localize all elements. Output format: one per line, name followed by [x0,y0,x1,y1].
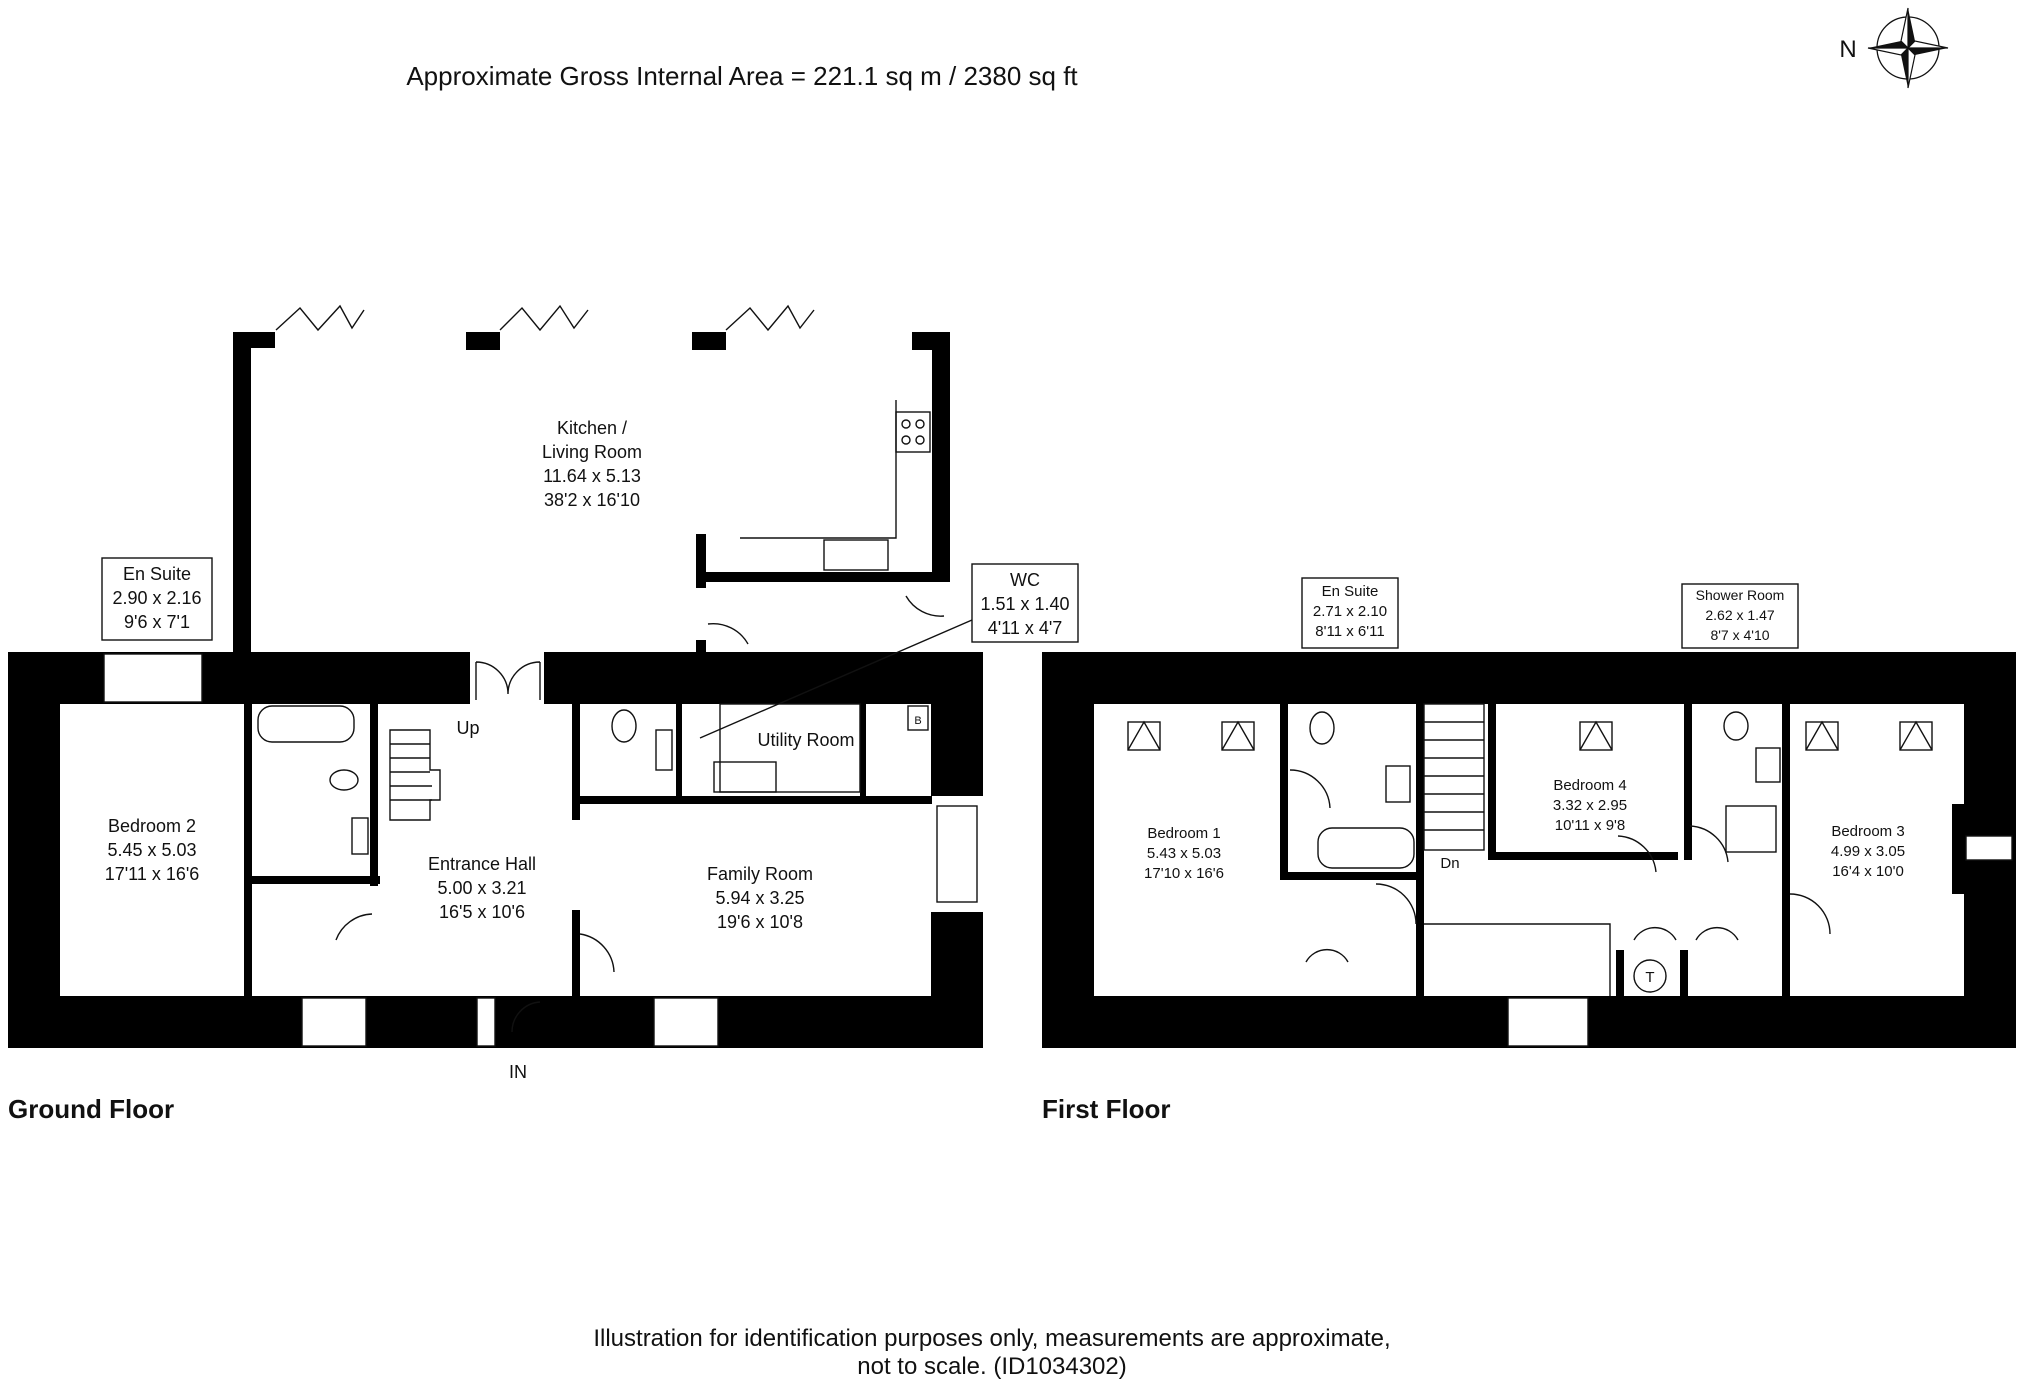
room-imperial: 10'11 x 9'8 [1555,817,1626,834]
room-name: Bedroom 1 [1147,825,1220,842]
room-imperial: 9'6 x 7'1 [124,612,190,632]
room-imperial: 4'11 x 4'7 [988,618,1063,638]
stairs-icon [389,729,441,821]
room-metric: 5.43 x 5.03 [1147,845,1221,862]
room-name: En Suite [1322,583,1379,600]
bedroom-4: Bedroom 4 3.32 x 2.95 10'11 x 9'8 [1553,777,1627,834]
room-metric: 5.45 x 5.03 [107,840,196,860]
ground-en-suite-label: En Suite 2.90 x 2.16 9'6 x 7'1 [101,557,213,641]
compass-icon [1867,7,1949,89]
family-room: Family Room 5.94 x 3.25 19'6 x 10'8 [707,864,813,932]
entrance-hall: Entrance Hall 5.00 x 3.21 16'5 x 10'6 [428,854,536,922]
room-name: Shower Room [1696,587,1785,603]
toilet-icon [1309,711,1335,745]
room-imperial: 38'2 x 16'10 [544,490,640,510]
ground-floor-plan [8,304,983,1048]
stairs-icon [1423,703,1485,851]
room-metric: 3.32 x 2.95 [1553,797,1627,814]
kitchen-sink-icon [823,539,889,571]
room-name: Kitchen / [557,418,627,438]
hob-icon [895,411,931,453]
first-floor-plan [1042,652,2016,1048]
stairs-down-label: Dn [1440,855,1459,872]
room-metric: 5.94 x 3.25 [715,888,804,908]
disclaimer-line-1: Illustration for identification purposes… [593,1325,1390,1352]
room-name: WC [1010,570,1040,590]
room-name: Living Room [542,442,642,462]
room-imperial: 17'11 x 16'6 [105,864,200,884]
kitchen-living-room: Kitchen / Living Room 11.64 x 5.13 38'2 … [542,418,642,510]
bath-icon [1317,827,1415,869]
room-name: Entrance Hall [428,854,536,874]
room-name: Bedroom 3 [1831,823,1904,840]
compass-north-label: N [1839,36,1856,63]
tank-label: T [1645,969,1654,986]
skylight-icon [1127,720,1933,751]
room-imperial: 8'11 x 6'11 [1315,623,1384,640]
room-name: En Suite [123,564,191,584]
room-name: Bedroom 4 [1553,777,1626,794]
basin-icon [1755,747,1781,783]
room-metric: 2.90 x 2.16 [112,588,201,608]
room-imperial: 8'7 x 4'10 [1710,627,1769,643]
room-imperial: 16'5 x 10'6 [439,902,525,922]
room-name: Family Room [707,864,813,884]
room-metric: 2.62 x 1.47 [1705,607,1774,623]
shower-room-label: Shower Room 2.62 x 1.47 8'7 x 4'10 [1681,583,1799,649]
shower-icon [1725,805,1777,853]
bedroom-3: Bedroom 3 4.99 x 3.05 16'4 x 10'0 [1831,823,1905,880]
bedroom-1: Bedroom 1 5.43 x 5.03 17'10 x 16'6 [1144,825,1224,882]
wc-label: WC 1.51 x 1.40 4'11 x 4'7 [699,563,1079,739]
page-title: Approximate Gross Internal Area = 221.1 … [406,61,1078,91]
room-metric: 2.71 x 2.10 [1313,603,1387,620]
room-name: Bedroom 2 [108,816,196,836]
ground-floor-title: Ground Floor [8,1094,174,1124]
room-imperial: 16'4 x 10'0 [1832,863,1904,880]
room-imperial: 17'10 x 16'6 [1144,865,1224,882]
boiler-label: B [914,715,921,727]
bedroom-2: Bedroom 2 5.45 x 5.03 17'11 x 16'6 [105,816,200,884]
toilet-icon [611,709,637,743]
utility-room-name: Utility Room [757,730,854,750]
toilet-icon [1723,711,1749,741]
entrance-label: IN [509,1062,527,1082]
sink-icon [713,761,777,793]
room-metric: 4.99 x 3.05 [1831,843,1905,860]
stairs-up-label: Up [456,718,479,738]
room-metric: 11.64 x 5.13 [543,466,641,486]
first-en-suite-label: En Suite 2.71 x 2.10 8'11 x 6'11 [1301,577,1399,649]
bath-icon [257,705,355,743]
basin-icon [351,817,369,855]
room-metric: 5.00 x 3.21 [437,878,526,898]
basin-icon [1385,765,1411,803]
room-imperial: 19'6 x 10'8 [717,912,803,932]
disclaimer-line-2: not to scale. (ID1034302) [857,1353,1127,1380]
first-floor-title: First Floor [1042,1094,1171,1124]
tank-icon [1633,959,1667,993]
room-metric: 1.51 x 1.40 [980,594,1069,614]
